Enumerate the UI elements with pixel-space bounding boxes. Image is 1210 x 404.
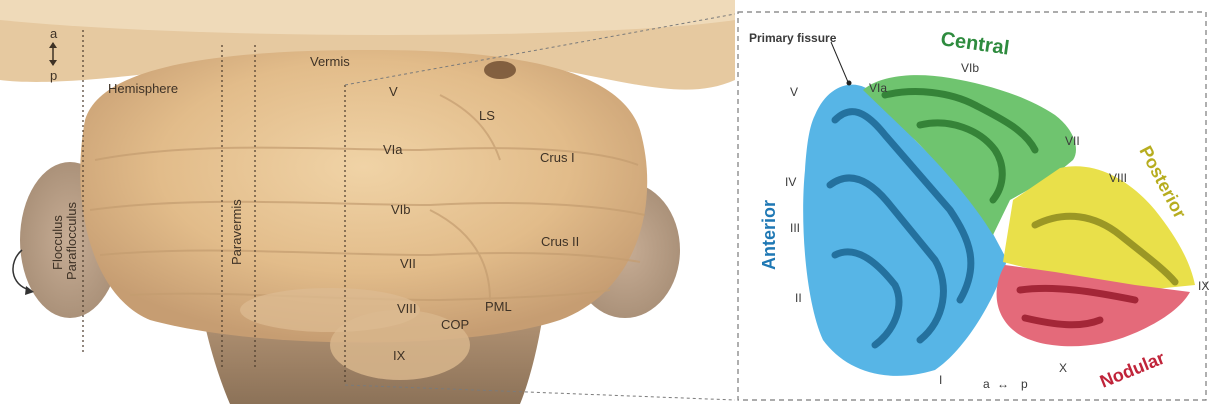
label-diagram-x: X [1059,361,1067,375]
label-pml: PML [485,299,512,314]
label-ls: LS [479,108,495,123]
svg-text:a: a [983,377,990,391]
label-diagram-via: VIa [869,81,887,95]
cerebellum-photo-panel: a p Vermis Hemisphere V LS VIa Crus I VI… [0,0,735,404]
label-lobule-vii: VII [400,256,416,271]
label-hemisphere: Hemisphere [108,81,178,96]
label-diagram-ii: II [795,291,802,305]
cerebellum-photo: a p Vermis Hemisphere V LS VIa Crus I VI… [0,0,735,404]
label-diagram-i: I [939,373,942,387]
label-flocculus: Flocculus [50,215,65,270]
label-paravermis: Paravermis [229,199,244,265]
label-diagram-v: V [790,85,798,99]
label-diagram-vii: VII [1065,134,1080,148]
label-diagram-ix: IX [1198,279,1209,293]
label-diagram-iv: IV [785,175,796,189]
svg-text:a: a [50,26,58,41]
label-crus-i: Crus I [540,150,575,165]
label-paraflocculus: Paraflocculus [64,201,79,280]
label-lobule-via: VIa [383,142,403,157]
label-lobule-viii: VIII [397,301,417,316]
label-lobule-ix: IX [393,348,406,363]
svg-text:p: p [50,68,57,83]
label-lobule-vib: VIb [391,202,411,217]
label-cop: COP [441,317,469,332]
primary-fissure-marker [847,81,852,86]
sagittal-diagram-panel: Primary fissure Central Posterior Anteri… [735,0,1210,404]
label-diagram-viii: VIII [1109,171,1127,185]
label-diagram-iii: III [790,221,800,235]
svg-text:↔: ↔ [997,377,1009,391]
label-vermis: Vermis [310,54,350,69]
label-diagram-vib: VIb [961,61,979,75]
label-primary-fissure: Primary fissure [749,31,837,45]
svg-text:p: p [1021,377,1028,391]
label-crus-ii: Crus II [541,234,579,249]
label-lobule-v: V [389,84,398,99]
sagittal-diagram: Primary fissure Central Posterior Anteri… [735,0,1210,404]
label-anterior: Anterior [759,200,779,270]
